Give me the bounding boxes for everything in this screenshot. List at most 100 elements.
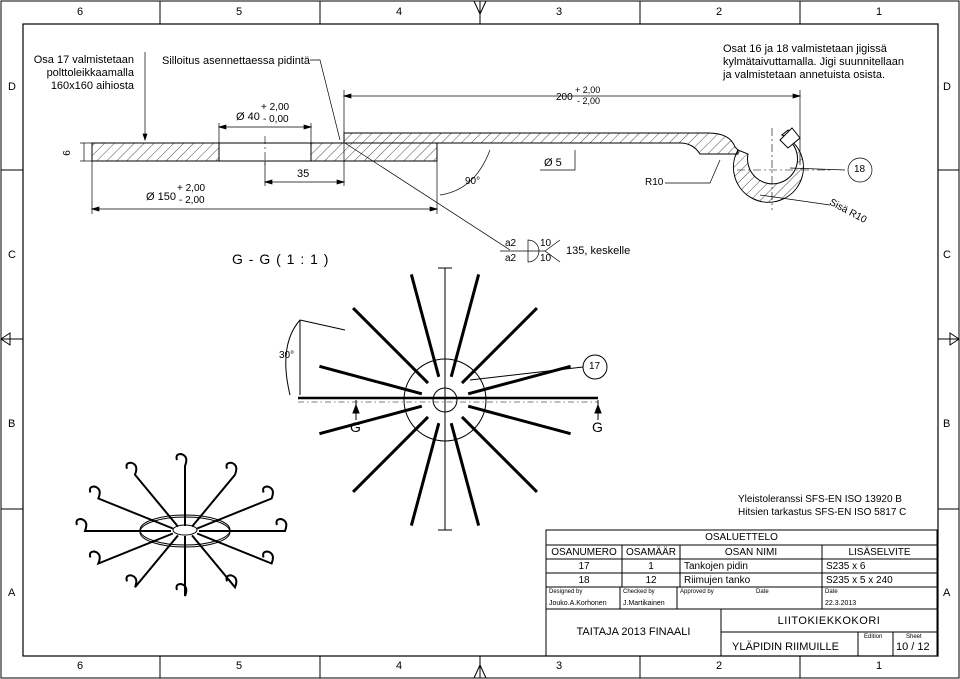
dimension-lines (80, 52, 873, 263)
jig-note-line-1: Osat 16 ja 18 valmistetaan jigissä (723, 43, 887, 55)
zone-col-2-bottom: 2 (716, 660, 723, 672)
parts-row-2-qty: 12 (645, 575, 657, 586)
weld-throat-1: a2 (505, 238, 517, 249)
iso-rod (88, 485, 174, 530)
parts-row-1-info: S235 x 6 (826, 561, 866, 572)
checker-name: J.Martikainen (623, 600, 665, 607)
weld-throat-2: a2 (505, 253, 517, 264)
zone-row-a: A (8, 587, 16, 599)
dim-200-minus: - 2,00 (577, 96, 601, 106)
dim-200-plus: + 2,00 (575, 85, 601, 95)
dim-d5: Ø 5 (544, 157, 562, 169)
rod-spoke (352, 415, 430, 493)
dim-angle-30: 30° (279, 350, 295, 361)
iso-rod (175, 536, 188, 597)
parts-header-number: OSANUMERO (551, 547, 617, 558)
iso-rod (191, 534, 238, 590)
zone-col-6: 6 (77, 6, 84, 18)
section-marker-right: G (592, 419, 603, 435)
weld-note: 135, keskelle (566, 245, 631, 257)
blank-note-line-2: polttoleikkaamalla (46, 67, 134, 79)
sheet-label: Sheet (906, 634, 922, 640)
zone-col-3-bottom: 3 (556, 660, 563, 672)
jig-note-line-2: kylmätaivuttamalla. Jigi suunnitellaan (723, 56, 904, 68)
dim-d40-minus: - 0,00 (263, 114, 289, 125)
rod-spoke (449, 422, 481, 526)
assembly-name: LIITOKIEKKOKORI (777, 615, 881, 627)
iso-rod (125, 461, 179, 528)
blank-note-line-3: 160x160 aihiosta (50, 80, 134, 92)
drawing-date: 22.3.2013 (825, 600, 857, 607)
zone-row-d: D (8, 81, 16, 93)
iso-rod (175, 452, 188, 526)
date-label-1: Date (756, 589, 769, 595)
zone-col-3: 3 (556, 6, 563, 18)
dim-d40-plus: + 2,00 (261, 102, 290, 113)
parts-row-2-info: S235 x 5 x 240 (826, 575, 893, 586)
jig-note: Osat 16 ja 18 valmistetaan jigissä kylmä… (723, 44, 904, 81)
zone-row-c: C (8, 249, 16, 261)
dim-thickness: 6 (61, 150, 73, 156)
dim-d150-plus: + 2,00 (177, 183, 206, 194)
rod-spoke (449, 274, 481, 378)
rod-spoke (319, 364, 423, 396)
parts-list-title: OSALUETTELO (705, 532, 778, 543)
rod-spoke (467, 404, 571, 436)
title-block-grid (545, 529, 938, 657)
iso-rod (199, 517, 288, 532)
zone-col-1: 1 (876, 6, 883, 18)
tolerance-line-1: Yleistoleranssi SFS-EN ISO 13920 B (738, 494, 902, 505)
parts-row-1-qty: 1 (648, 561, 654, 572)
zone-row-a-right: A (943, 587, 951, 599)
weld-length-2: 10 (540, 253, 552, 264)
iso-rod (88, 532, 174, 566)
parts-header-info: LISÄSELVITE (848, 547, 911, 558)
parts-header-qty: OSAMÄÄR (625, 547, 676, 558)
approved-by-label: Approved by (680, 589, 714, 595)
zone-col-5-bottom: 5 (236, 660, 243, 672)
dim-d40: Ø 40 (236, 111, 260, 123)
balloon-18: 18 (854, 164, 866, 175)
zone-row-b-right: B (943, 418, 951, 430)
rod-spoke (352, 307, 430, 385)
rod-spoke (409, 422, 441, 526)
section-marker-left: G (350, 419, 361, 435)
dim-200: 200 (556, 92, 573, 103)
smoothing-note: Silloitus asennettaessa pidintä (162, 55, 310, 67)
balloon-17: 17 (589, 361, 601, 372)
rod-spoke (467, 364, 571, 396)
parts-row-2-number: 18 (578, 575, 590, 586)
zone-col-4: 4 (396, 6, 403, 18)
plate-section (91, 136, 438, 168)
blank-note-line-1: Osa 17 valmistetaan (33, 54, 134, 66)
weld-length-1: 10 (540, 238, 552, 249)
zone-col-6-bottom: 6 (77, 660, 84, 672)
parts-row-1-number: 17 (578, 561, 590, 572)
section-title: G - G ( 1 : 1 ) (232, 251, 330, 267)
zone-col-4-bottom: 4 (396, 660, 403, 672)
tolerance-note: Yleistoleranssi SFS-EN ISO 13920 B Hitsi… (738, 495, 906, 518)
dim-35: 35 (297, 168, 310, 180)
zone-row-b: B (8, 418, 16, 430)
date-label-2: Date (825, 589, 838, 595)
parts-row-2-name: Riimujen tanko (684, 575, 751, 586)
blank-note: Osa 17 valmistetaan polttoleikkaamalla 1… (28, 55, 134, 92)
zone-col-1-bottom: 1 (876, 660, 883, 672)
rod-section (343, 127, 830, 210)
zone-row-d-right: D (943, 81, 951, 93)
rod-spoke (460, 307, 538, 385)
checked-by-label: Checked by (623, 589, 655, 595)
dim-d150-minus: - 2,00 (179, 195, 205, 206)
iso-rod (196, 485, 274, 530)
zone-row-c-right: C (943, 249, 951, 261)
sheet-number: 10 / 12 (896, 641, 930, 653)
edition-label: Edition (864, 634, 883, 640)
dim-angle-90: 90° (465, 176, 481, 187)
zone-col-5: 5 (236, 6, 243, 18)
iso-rod (125, 534, 179, 588)
rod-spoke (319, 404, 423, 436)
jig-note-line-3: ja valmistetaan annetuista osista. (723, 69, 886, 81)
event-name: TAITAJA 2013 FINAALI (576, 626, 691, 638)
